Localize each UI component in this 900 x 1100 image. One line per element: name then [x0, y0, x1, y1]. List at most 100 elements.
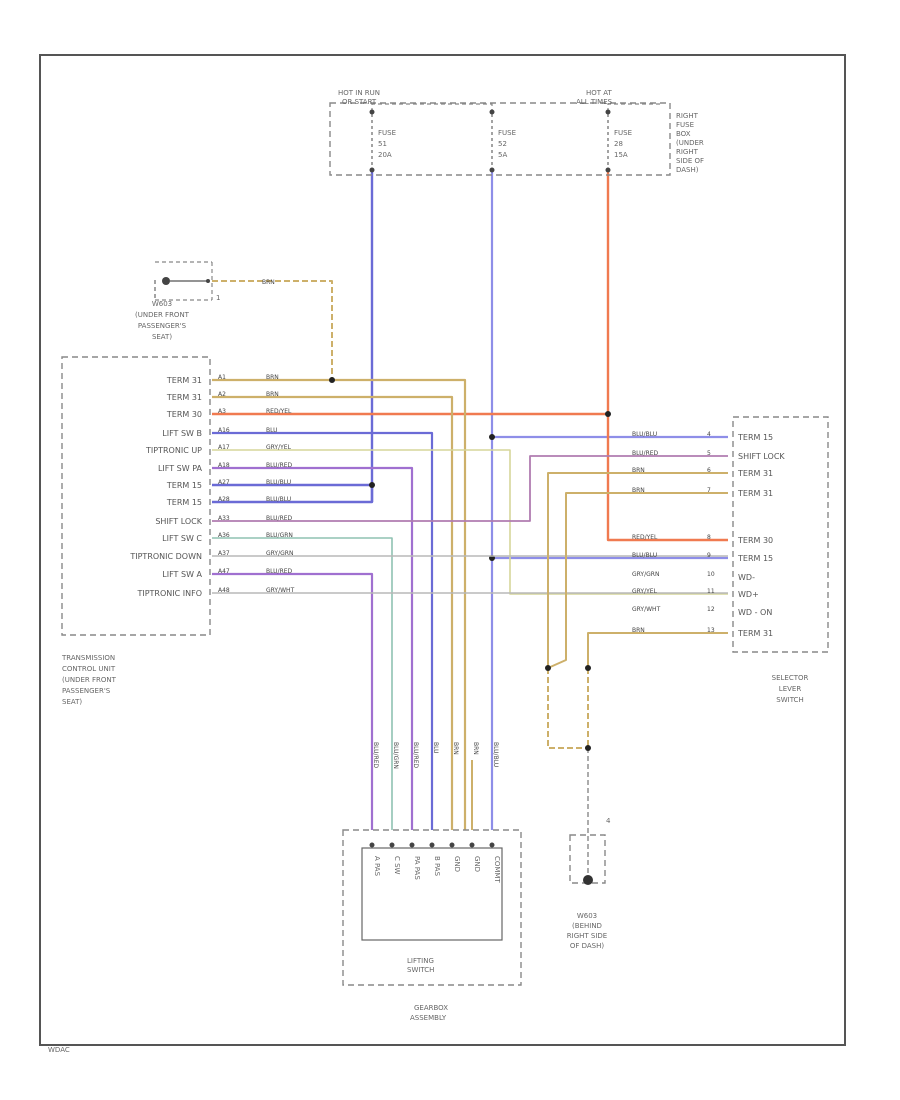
tcu-pin-label-7: TERM 15 [166, 481, 202, 490]
fuse-box-location-line-5: RIGHT [676, 148, 699, 156]
tcu-pin-label-12: LIFT SW A [162, 570, 202, 579]
selector-pin-number-9: 12 [707, 606, 715, 613]
tcu-wire-label-10: BLU/GRN [266, 532, 293, 539]
gearbox-wire-label-7: BLU/BLU [492, 742, 499, 767]
junction-fuse51 [369, 482, 375, 488]
gearbox-pin-terminal-3 [409, 842, 415, 848]
gearbox-pin-terminal-5 [449, 842, 455, 848]
wire-tcu-a2 [212, 395, 454, 830]
tcu-wire-label-6: BLU/RED [266, 462, 293, 469]
gearbox-title-1: GEARBOX [414, 1004, 448, 1012]
ground-top-desc-line-2: (UNDER FRONT [135, 311, 190, 319]
tcu-pin-number-6: A18 [218, 462, 230, 469]
selector-pin-number-2: 5 [707, 450, 711, 457]
fuse-box-location-line-7: DASH) [676, 166, 699, 174]
gearbox-wire-label-3: BLU/RED [412, 742, 419, 769]
tcu-wire-label-3: RED/YEL [266, 408, 292, 415]
fuse-2-label-2: 52 [498, 140, 507, 148]
tcu-pin-label-13: TIPTRONIC INFO [136, 589, 202, 598]
selector-outline [732, 416, 829, 653]
fuse-box: HOT IN RUN OR START HOT AT ALL TIMES RIG… [329, 89, 704, 176]
tcu-outline [61, 356, 211, 636]
gearbox-pin-label-1: A PAS [373, 856, 381, 877]
fuse-box-location-line-4: (UNDER [676, 139, 704, 147]
tcu-pin-number-7: A27 [218, 479, 230, 486]
hot-run-label-2: OR START [342, 98, 377, 106]
ground-bottom-desc-line-4: OF DASH) [570, 942, 605, 950]
fuse-2-bottom-terminal [489, 167, 495, 173]
gearbox-pin-terminal-4 [429, 842, 435, 848]
fuse-3-label-3: 15A [614, 151, 628, 159]
ground-top-id: 1 [216, 294, 220, 302]
selector-pin-number-10: 13 [707, 627, 715, 634]
fuse-2-top-terminal [489, 109, 495, 115]
tcu-pin-number-8: A28 [218, 496, 230, 503]
gearbox-pin-label-5: GND [453, 856, 461, 872]
selector-pin-number-8: 11 [707, 588, 715, 595]
selector-pin-number-5: 8 [707, 534, 711, 541]
ground-bottom-desc-line-1: W603 [577, 912, 597, 920]
selector-pin-number-6: 9 [707, 552, 711, 559]
ground-top-desc-line-1: W603 [152, 300, 172, 308]
wire-tcu-a18 [212, 466, 414, 830]
tcu-pin-number-10: A36 [218, 532, 230, 539]
tcu-pin-number-1: A1 [218, 374, 226, 381]
gearbox-pin-label-7: COMMT [493, 856, 501, 883]
diagram-frame [39, 54, 846, 1046]
tcu-pin-number-13: A48 [218, 587, 230, 594]
hot-at-label-1: HOT AT [586, 89, 613, 97]
fuse-1-label-1: FUSE [378, 129, 396, 137]
tcu-pin-label-1: TERM 31 [166, 376, 202, 385]
selector-pin-number-1: 4 [707, 431, 711, 438]
tcu-pin-label-10: LIFT SW C [162, 534, 202, 543]
selector-pin-label-4: TERM 31 [737, 489, 773, 498]
fuse-2-label-1: FUSE [498, 129, 516, 137]
hot-run-label-1: HOT IN RUN [338, 89, 380, 97]
wire-tcu-a47 [212, 572, 374, 830]
gearbox-pin-label-3: PA PAS [413, 856, 421, 880]
fuse-1-top-terminal [369, 109, 375, 115]
selector-wire-label-9: GRY/WHT [632, 606, 661, 613]
ground-top-desc-line-4: SEAT) [152, 333, 172, 341]
tcu-wire-label-8: BLU/BLU [266, 496, 291, 503]
gearbox-wire-label-2: BLU/GRN [392, 742, 399, 769]
tcu-wire-label-11: GRY/GRN [266, 550, 293, 557]
gearbox-pin-label-2: C SW [393, 856, 401, 875]
wire-tcu-a36 [212, 537, 393, 830]
fuse-3-top-terminal [605, 109, 611, 115]
selector-wire-label-6: BLU/BLU [632, 552, 657, 559]
ground-bottom-desc-line-2: (BEHIND [572, 922, 602, 930]
tcu-desc-line-2: CONTROL UNIT [62, 665, 116, 673]
tcu-pin-label-11: TIPTRONIC DOWN [129, 552, 202, 561]
hot-at-label-2: ALL TIMES [576, 98, 613, 106]
selector-pin-number-3: 6 [707, 467, 711, 474]
selector-pin-label-1: TERM 15 [737, 433, 773, 442]
gearbox-pin-terminal-1 [369, 842, 375, 848]
selector-wire-label-8: GRY/YEL [632, 588, 658, 595]
fuse-box-location-line-1: RIGHT [676, 112, 699, 120]
tcu-pin-number-11: A37 [218, 550, 230, 557]
gearbox-wire-label-4: BLU [432, 742, 439, 754]
fuse-3-label-2: 28 [614, 140, 623, 148]
tcu-pin-label-2: TERM 31 [166, 393, 202, 402]
wire-tcu-a1 [212, 378, 467, 830]
fuse-3-label-1: FUSE [614, 129, 632, 137]
wire-sel-13 [587, 632, 728, 668]
tcu-pin-label-4: LIFT SW B [162, 429, 202, 438]
tcu-pin-number-9: A33 [218, 515, 230, 522]
selector-pin-label-8: WD+ [738, 590, 759, 599]
fuse-box-location-line-2: FUSE [676, 121, 694, 129]
selector-wire-label-1: BLU/BLU [632, 431, 657, 438]
gearbox-pin-terminal-2 [389, 842, 395, 848]
selector-pin-number-7: 10 [707, 571, 715, 578]
tcu-pin-label-8: TERM 15 [166, 498, 202, 507]
fuse-2-label-3: 5A [498, 151, 507, 159]
